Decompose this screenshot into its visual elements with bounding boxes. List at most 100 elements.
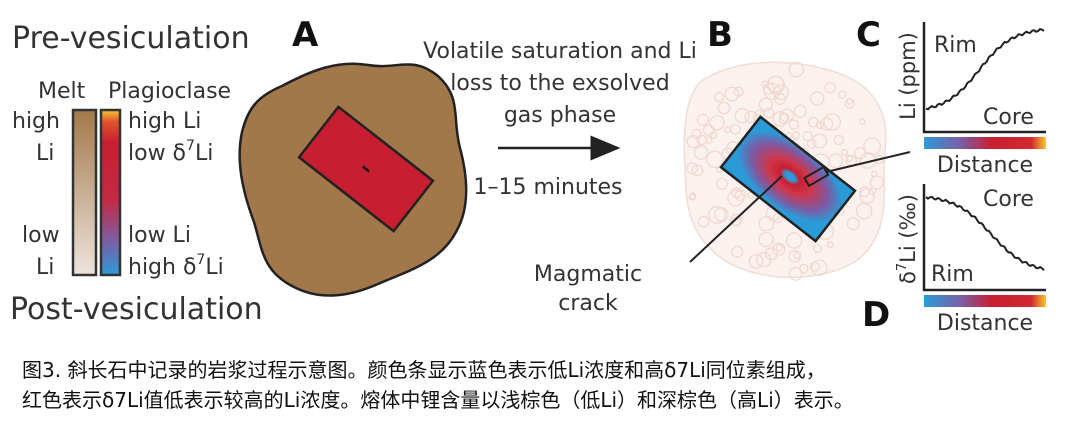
- legend-plag-low-li: low Li: [128, 223, 191, 248]
- foam-bubble: [686, 162, 698, 175]
- foam-bubble: [705, 136, 713, 144]
- crack-label-line1: Magmatic: [534, 262, 642, 287]
- foam-bubble: [747, 191, 755, 199]
- legend-melt-high: high: [12, 109, 60, 134]
- legend-melt-low: low: [22, 223, 60, 248]
- foam-bubble: [791, 131, 800, 140]
- foam-bubble: [708, 205, 726, 224]
- crack-label-line2: crack: [558, 291, 618, 316]
- foam-bubble: [773, 92, 786, 105]
- foam-bubble: [785, 232, 803, 249]
- foam-bubble: [806, 138, 817, 149]
- panel-label-d: D: [862, 295, 890, 335]
- foam-bubble: [812, 244, 822, 254]
- legend-melt-low-li: Li: [36, 255, 54, 280]
- plot-c-label-rim: Rim: [934, 33, 977, 58]
- legend-plag-high-li: high Li: [128, 109, 201, 134]
- foam-bubble: [733, 86, 744, 97]
- foam-bubble: [793, 104, 807, 118]
- foam-bubble: [697, 215, 710, 228]
- foam-bubble: [840, 148, 849, 157]
- plot-c-distance-colorbar: [924, 137, 1046, 149]
- foam-bubble: [729, 213, 743, 226]
- foam-bubble: [855, 202, 873, 220]
- foam-bubble: [731, 245, 744, 258]
- plot-c-label-core: Core: [983, 105, 1034, 130]
- legend-plag-low-delta: low δ7Li: [128, 138, 213, 166]
- panel-label-c: C: [856, 15, 881, 55]
- foam-bubble: [772, 242, 786, 256]
- foam-bubble: [691, 128, 702, 140]
- foam-bubble: [724, 86, 740, 102]
- foam-bubble: [706, 150, 724, 169]
- foam-bubble: [709, 131, 718, 139]
- foam-bubble: [815, 120, 824, 130]
- foam-bubble: [824, 81, 837, 94]
- foam-bubble: [845, 154, 854, 163]
- process-text-line3: gas phase: [504, 103, 616, 128]
- foam-bubble: [689, 192, 697, 200]
- title-pre-vesiculation: Pre-vesiculation: [12, 21, 250, 56]
- foam-bubble: [696, 113, 709, 127]
- plot-d-ylabel: δ7Li (‰): [895, 194, 920, 284]
- legend-melt-header: Melt: [38, 79, 86, 104]
- panel-label-a: A: [292, 15, 319, 55]
- foam-bubble: [686, 135, 700, 149]
- process-text-line2: loss to the exsolved: [450, 71, 669, 96]
- foam-bubble: [772, 111, 789, 127]
- foam-bubble: [788, 267, 803, 281]
- foam-bubble: [868, 187, 877, 196]
- foam-bubble: [778, 113, 790, 125]
- profile-marker: [803, 165, 830, 188]
- panel-label-b: B: [707, 15, 733, 55]
- foam-bubble: [709, 115, 725, 131]
- foam-bubble: [812, 133, 828, 149]
- foam-bubble: [846, 217, 860, 231]
- foam-bubble: [703, 124, 715, 136]
- plot-c-li-profile: Rim Core Li (ppm) Distance: [896, 22, 1046, 178]
- foam-bubble: [730, 123, 741, 135]
- foam-bubble: [748, 253, 764, 269]
- process-text-line1: Volatile saturation and Li: [423, 39, 697, 64]
- foam-bubble: [693, 145, 709, 160]
- magmatic-process-figure: Pre-vesiculation Post-vesiculation A B C…: [10, 15, 1046, 336]
- foam-bubble: [811, 259, 828, 277]
- foam-bubble: [691, 164, 704, 177]
- profile-connector: [825, 151, 911, 173]
- foam-bubble: [758, 215, 775, 232]
- melt-color-bar: [71, 108, 98, 277]
- plot-d-label-core: Core: [983, 187, 1034, 212]
- plot-d-xlabel: Distance: [937, 311, 1033, 336]
- foam-bubble: [859, 188, 875, 204]
- foam-bubble: [823, 113, 841, 131]
- foam-bubble: [734, 189, 747, 201]
- plagioclase-crystal-post: [719, 115, 857, 243]
- foam-bubble: [756, 252, 772, 268]
- foam-bubble: [788, 61, 805, 78]
- foam-bubble: [793, 251, 801, 259]
- foam-bubble: [714, 91, 725, 103]
- foam-bubble: [808, 117, 819, 128]
- plot-d-delta-li-profile: Core Rim δ7Li (‰) Distance: [895, 184, 1046, 336]
- foam-bubble: [870, 170, 878, 178]
- foam-bubble: [788, 119, 800, 130]
- plot-d-label-rim: Rim: [931, 262, 974, 287]
- foam-bubble: [810, 91, 825, 106]
- foam-bubble: [763, 107, 775, 119]
- plot-c-ylabel: Li (ppm): [896, 32, 920, 120]
- foam-bubble: [767, 75, 785, 93]
- foam-bubble: [772, 213, 783, 224]
- foam-bubble: [715, 177, 728, 190]
- plot-c-xlabel: Distance: [937, 153, 1033, 178]
- caption-line-2: 红色表示δ7Li值低表示较高的Li浓度。熔体中锂含量以浅棕色（低Li）和深棕色（…: [22, 388, 854, 412]
- foam-bubble: [859, 118, 866, 125]
- process-duration: 1–15 minutes: [473, 175, 622, 200]
- title-post-vesiculation: Post-vesiculation: [10, 292, 263, 327]
- foam-bubble: [798, 263, 809, 274]
- foam-bubble: [775, 244, 784, 252]
- foam-bubble: [744, 110, 757, 124]
- foam-bubble: [833, 134, 845, 146]
- foam-bubble: [724, 126, 731, 134]
- foam-bubble: [727, 189, 745, 207]
- foam-bubble: [827, 241, 834, 249]
